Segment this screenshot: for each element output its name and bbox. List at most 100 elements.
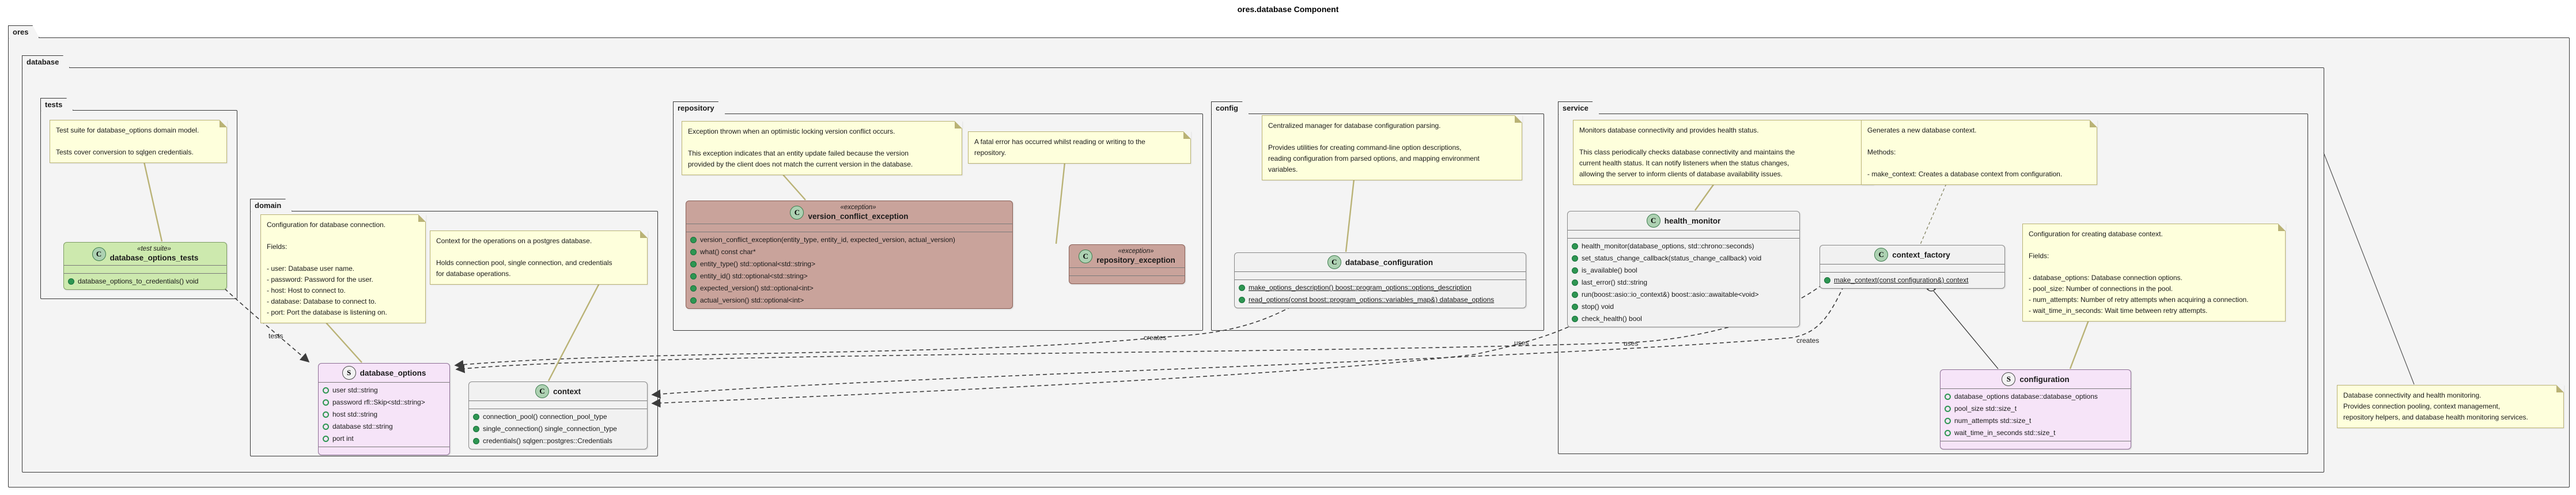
struct-spot-icon: S [342,366,356,380]
field-text: pool_size std::size_t [1954,405,2017,413]
class-name: context [553,387,581,396]
class-name: context_factory [1892,250,1950,259]
package-tab-config: config [1211,101,1249,114]
note-line: allowing the server to inform clients of… [1579,170,1783,178]
note-line: Monitors database connectivity and provi… [1579,126,1759,134]
method-row: check_health() bool [1572,313,1795,325]
method-visibility-icon [1572,243,1578,250]
field-row: host std::string [323,409,445,421]
method-visibility-icon [690,297,697,304]
note-component-note: Database connectivity and health monitor… [2337,385,2564,428]
field-row: port int [323,433,445,445]
field-visibility-icon [323,387,329,394]
fields-compartment [686,224,1012,232]
note-line [56,136,221,147]
method-row: is_available() bool [1572,264,1795,277]
class-name: version_conflict_exception [808,212,909,221]
method-text: make_options_description() boost::progra… [1249,284,1472,292]
note-line [267,231,419,241]
field-visibility-icon [1945,394,1951,400]
note-line: - port: Port the database is listening o… [267,308,387,316]
note-line: repository. [974,149,1007,157]
field-visibility-icon [323,411,329,418]
note-line: - password: Password for the user. [267,275,373,284]
note-repository-exception-note: A fatal error has occurred whilst readin… [968,131,1191,164]
field-visibility-icon [1945,418,1951,424]
method-visibility-icon [1572,267,1578,274]
note-line [2029,240,2279,251]
method-text: actual_version() std::optional<int> [700,296,804,304]
methods-compartment [1940,441,2131,449]
method-text: check_health() bool [1582,315,1642,323]
note-line [1268,131,1516,142]
note-line: Test suite for database_options domain m… [56,126,199,134]
class-spot-icon: C [535,384,549,398]
field-text: database std::string [332,422,393,430]
field-row: database_options database::database_opti… [1945,391,2127,403]
method-text: health_monitor(database_options, std::ch… [1582,242,1754,250]
method-text: version_conflict_exception(entity_type, … [700,236,955,244]
class-name: database_options [360,368,426,377]
field-row: num_attempts std::size_t [1945,415,2127,427]
method-text: run(boost::asio::io_context&) boost::asi… [1582,290,1759,298]
method-visibility-icon [473,414,479,420]
method-text: make_context(const configuration&) conte… [1834,276,1969,284]
method-visibility-icon [1572,279,1578,286]
note-database-options-note: Configuration for database connection. F… [260,214,426,323]
methods-compartment [319,447,449,455]
note-line [2029,262,2279,273]
edge-label-config-creates-edge: creates [1144,334,1167,342]
note-line: Exception thrown when an optimistic lock… [688,127,895,135]
note-line [1579,136,1867,147]
method-text: single_connection() single_connection_ty… [483,425,617,433]
method-row: connection_pool() connection_pool_type [473,411,643,423]
note-line: current health status. It can notify lis… [1579,159,1790,167]
note-context-note: Context for the operations on a postgres… [430,231,648,285]
methods-compartment: make_context(const configuration&) conte… [1820,272,2004,288]
note-line: Configuration for creating database cont… [2029,230,2163,238]
class-spot-icon: C [1327,255,1341,269]
method-row: read_options(const boost::program_option… [1239,294,1522,306]
note-line: This class periodically checks database … [1579,148,1795,156]
class-repository_exception: C«exception»repository_exception [1069,244,1185,284]
field-text: wait_time_in_seconds std::size_t [1954,429,2056,437]
fields-compartment [1568,230,1799,238]
method-visibility-icon [473,438,479,444]
method-visibility-icon [690,249,697,255]
method-visibility-icon [690,285,697,292]
field-visibility-icon [323,436,329,442]
field-row: password rfl::Skip<std::string> [323,396,445,409]
field-row: database std::string [323,421,445,433]
class-name: database_configuration [1345,258,1433,267]
method-text: connection_pool() connection_pool_type [483,413,607,421]
note-line [688,137,956,148]
method-row: make_options_description() boost::progra… [1239,282,1522,294]
note-line [1867,158,2091,169]
class-stereotype: «exception» [840,204,876,211]
note-line: Provides utilities for creating command-… [1268,143,1462,152]
method-row: single_connection() single_connection_ty… [473,423,643,435]
method-text: last_error() std::string [1582,278,1648,286]
fields-compartment: database_options database::database_opti… [1940,388,2131,441]
note-line: Provides connection pooling, context man… [2343,402,2501,410]
method-visibility-icon [1572,316,1578,322]
methods-compartment: health_monitor(database_options, std::ch… [1568,238,1799,327]
field-visibility-icon [1945,406,1951,412]
class-spot-icon: C [1079,249,1093,263]
field-visibility-icon [323,399,329,406]
field-row: pool_size std::size_t [1945,403,2127,415]
note-line: for database operations. [436,270,511,278]
edge-label-factory-creates-edge: creates [1796,337,1820,345]
field-row: wait_time_in_seconds std::size_t [1945,427,2127,439]
class-name: configuration [2019,375,2070,384]
method-text: database_options_to_credentials() void [78,277,199,285]
package-tab-database: database [22,55,70,68]
class-header: C«test suite»database_options_tests [64,243,226,265]
fields-compartment [1235,271,1526,279]
